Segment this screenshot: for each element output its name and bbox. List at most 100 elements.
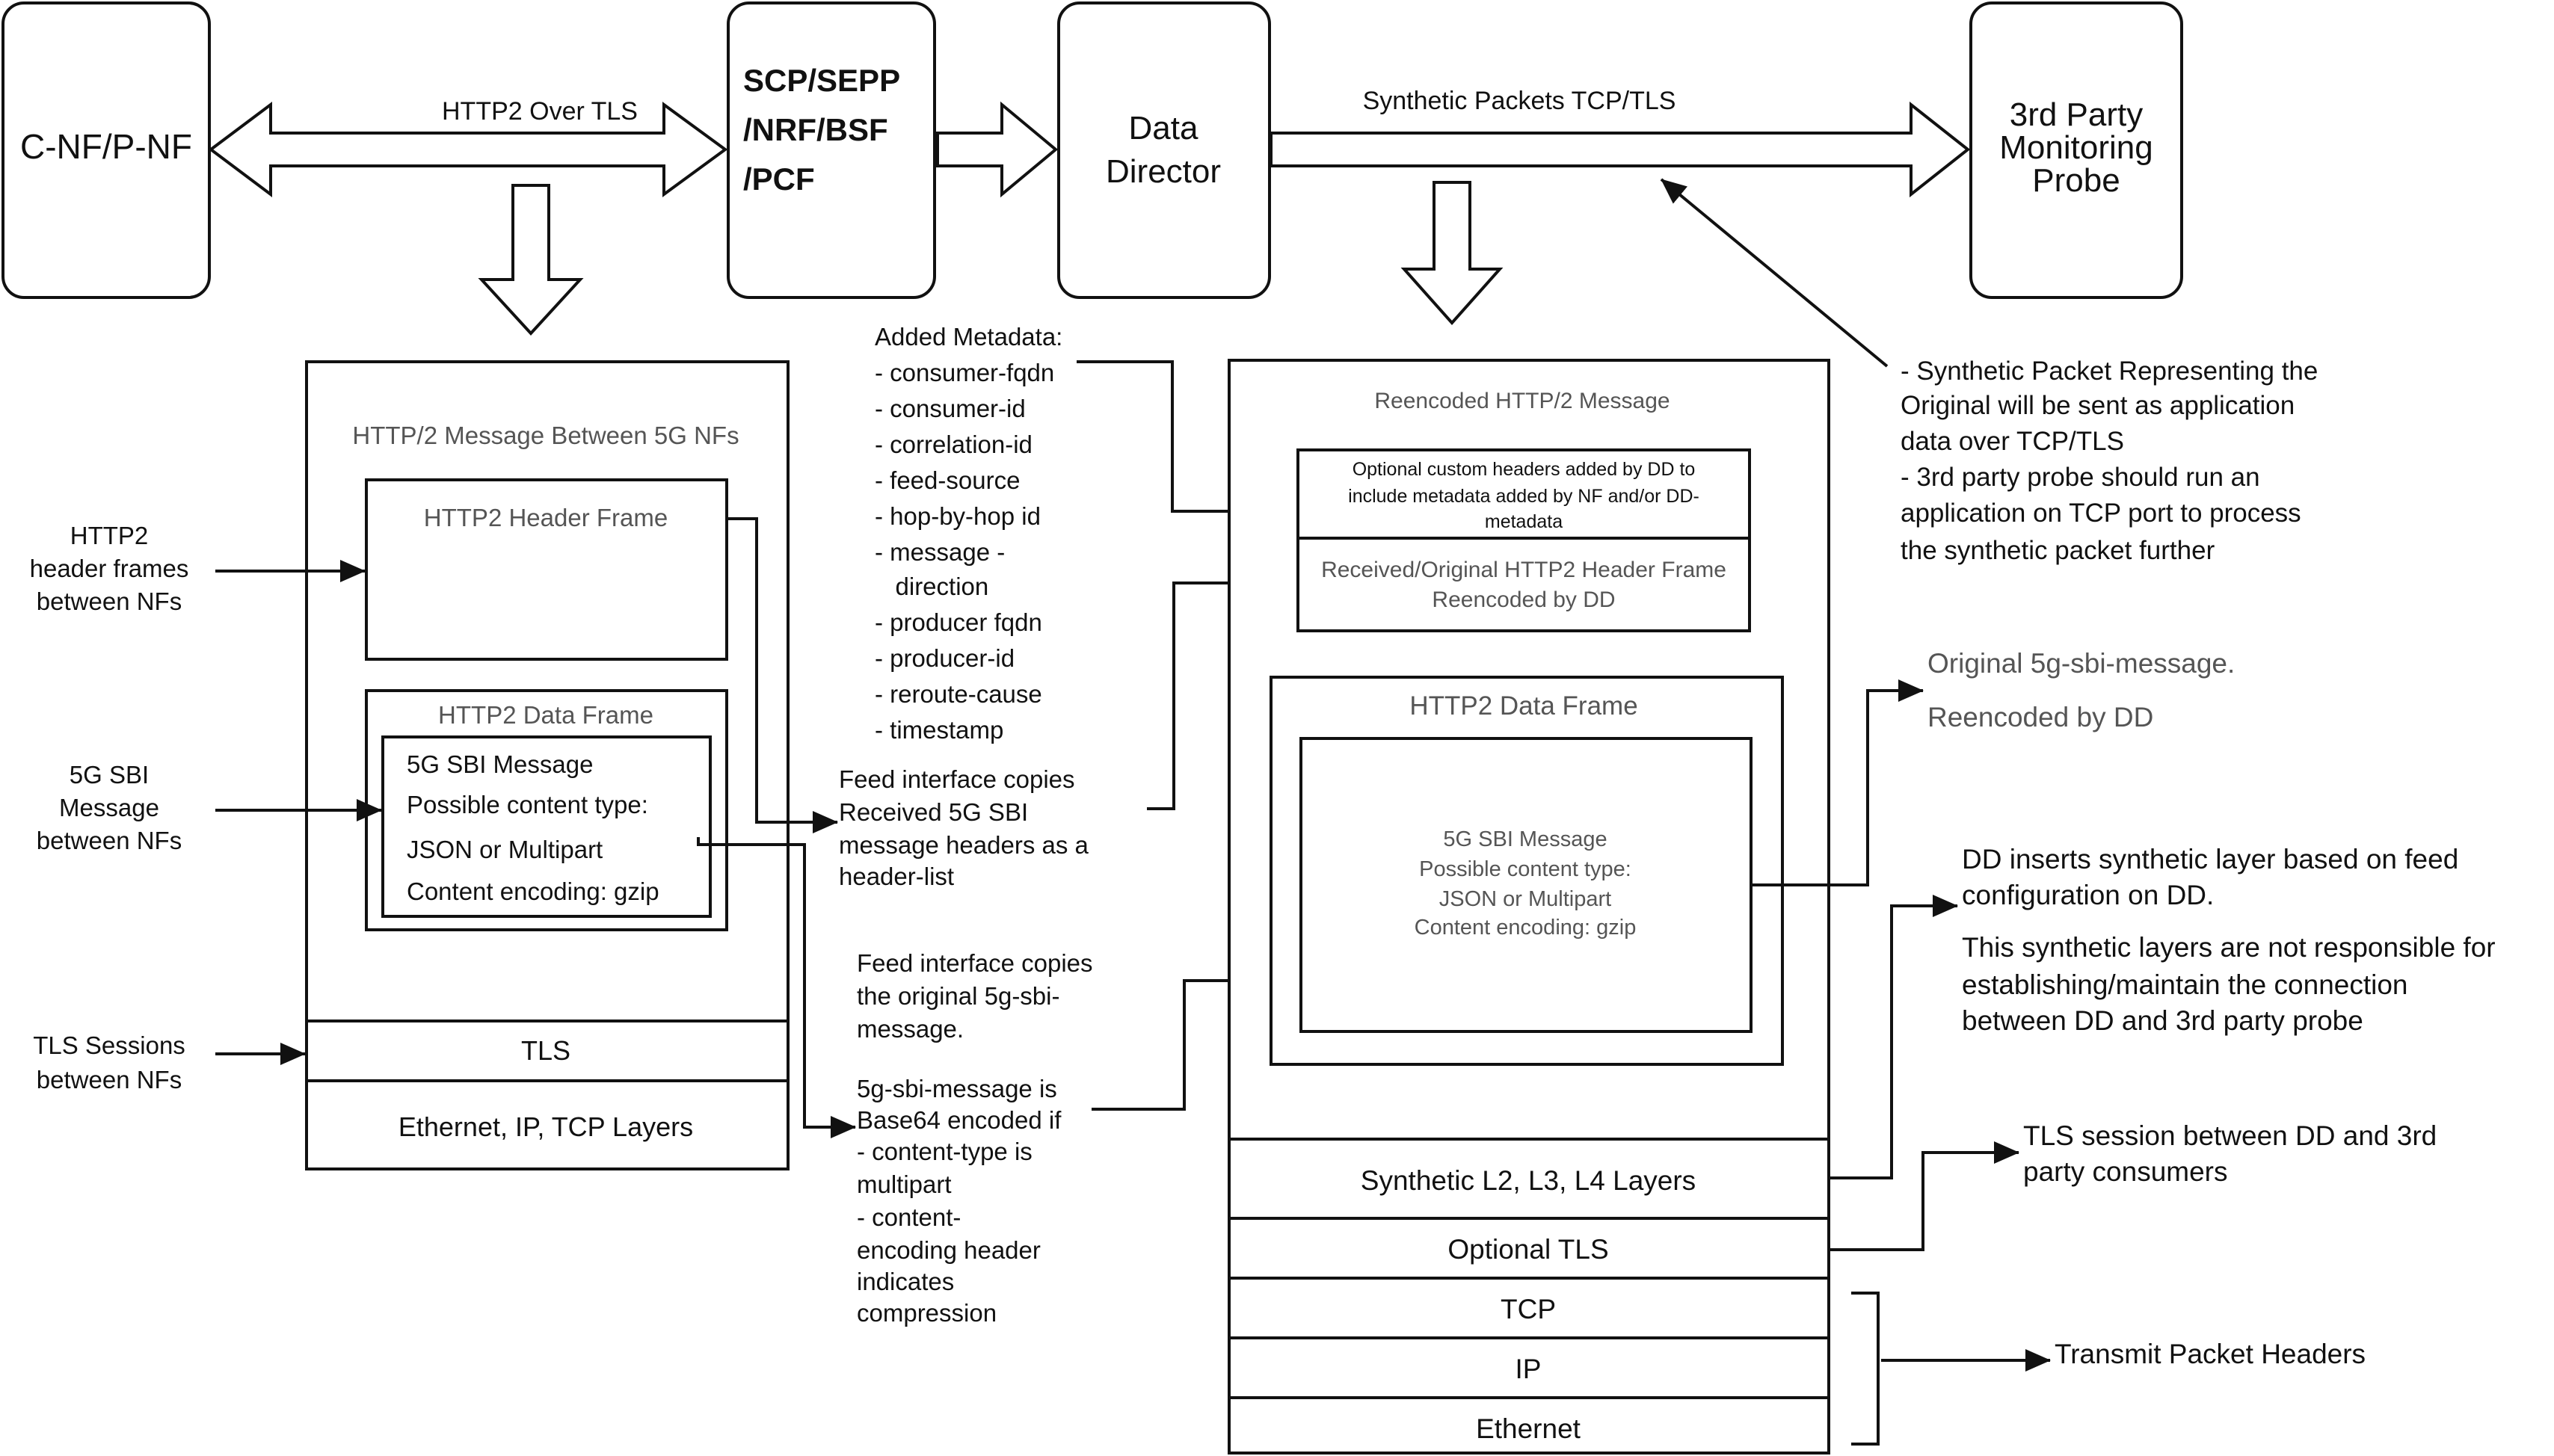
dd-inserts-line-5: between DD and 3rd party probe [1962,1005,2363,1036]
feed-headers-line-4: header-list [839,863,954,890]
left-side-labels: HTTP2 header frames between NFs 5G SBI M… [30,522,382,1093]
dd-inserts-note: DD inserts synthetic layer based on feed… [1962,844,2496,1036]
left-sbi-line-1: 5G SBI Message [407,750,593,778]
transmit-note: Transmit Packet Headers [1851,1292,2366,1446]
header-frames-label-3: between NFs [37,587,182,615]
header-frame-connector [728,517,838,833]
scp-label-line-3: /PCF [743,161,815,197]
dd-inserts-line-1: DD inserts synthetic layer based on feed [1962,844,2458,874]
dd-inserts-connector [1829,895,1958,1179]
tls-session-note: TLS session between DD and 3rd party con… [2023,1120,2437,1187]
transmit-bracket [1851,1292,1880,1446]
http2-tls-label: HTTP2 Over TLS [442,97,638,126]
right-sbi-box [1299,737,1753,1033]
tls-session-line-1: TLS session between DD and 3rd [2023,1120,2437,1151]
metadata-line-4: - correlation-id [875,431,1033,458]
tls-session-connector [1829,1141,2019,1251]
synthetic-tcp-label: Synthetic Packets TCP/TLS [1363,87,1676,115]
metadata-line-11: - reroute-cause [875,680,1042,708]
scp-to-dd-block-arrow [936,101,1059,198]
left-header-frame-box [365,478,728,661]
custom-headers-box [1296,448,1751,540]
sbi-msg-label-1: 5G SBI [70,761,149,789]
left-message-stack: HTTP/2 Message Between 5G NFs HTTP2 Head… [305,360,790,1170]
feed-message-line-3: message. [857,1015,964,1043]
synthetic-packet-note: - Synthetic Packet Representing the Orig… [1901,357,2318,565]
left-sbi-line-3: JSON or Multipart [407,836,603,863]
cnf-label: C-NF/P-NF [20,127,192,166]
received-header-line-1: Received/Original HTTP2 Header Frame [1321,558,1726,582]
right-sbi-line-2: Possible content type: [1419,857,1631,881]
sbi-message-connector [697,837,856,1138]
received-header-line-2: Reencoded by DD [1432,587,1615,612]
header-frames-label-2: header frames [30,555,189,582]
original-msg-line-2: Reencoded by DD [1927,702,2153,732]
dd-label-line-2: Director [1106,153,1221,190]
base64-line-7: indicates [857,1268,954,1295]
data-director-node: Data Director [1057,1,1271,299]
metadata-line-12: - timestamp [875,716,1003,744]
synthetic-block-arrow [1270,101,1971,198]
feed-message-line-2: the original 5g-sbi- [857,982,1059,1010]
synthetic-note-line-3: data over TCP/TLS [1901,427,2124,456]
sbi-msg-label-2: Message [59,794,159,821]
base64-line-4: multipart [857,1170,952,1198]
metadata-line-3: - consumer-id [875,395,1026,422]
feed-headers-note: Feed interface copies Received 5G SBI me… [839,765,1089,890]
dd-inserts-line-3: This synthetic layers are not responsibl… [1962,932,2496,963]
right-stack-title: Reencoded HTTP/2 Message [1374,389,1670,413]
received-header-box [1296,537,1751,632]
feed-message-note: Feed interface copies the original 5g-sb… [857,949,1093,1043]
header-frames-label-1: HTTP2 [70,522,149,549]
metadata-line-6: - hop-by-hop id [875,502,1041,530]
metadata-line-8: direction [875,573,988,600]
right-sbi-line-4: Content encoding: gzip [1415,916,1637,940]
left-tls-label: TLS [521,1035,570,1066]
base64-line-1: 5g-sbi-message is [857,1075,1057,1102]
probe-label-line-2: Monitoring [1999,129,2153,166]
original-msg-note: Original 5g-sbi-message. Reencoded by DD [1927,648,2235,732]
synthetic-layers-label: Synthetic L2, L3, L4 Layers [1361,1165,1696,1196]
probe-label-line-3: Probe [2032,162,2120,199]
tls-session-line-2: party consumers [2023,1156,2228,1187]
right-down-block-arrow [1400,181,1504,326]
probe-label-line-1: 3rd Party [2010,96,2144,133]
custom-headers-line-3: metadata [1485,511,1563,532]
metadata-line-10: - producer-id [875,644,1015,672]
ip-label: IP [1516,1354,1542,1384]
scp-label-line-2: /NRF/BSF [743,112,888,147]
dd-inserts-line-4: establishing/maintain the connection [1962,969,2408,1000]
metadata-line-9: - producer fqdn [875,608,1042,636]
base64-line-3: - content-type is [857,1138,1033,1165]
optional-tls-label: Optional TLS [1447,1234,1608,1265]
metadata-line-5: - feed-source [875,466,1020,494]
synthetic-note-line-6: the synthetic packet further [1901,536,2215,565]
base64-line-5: - content- [857,1203,961,1231]
ethernet-label: Ethernet [1476,1413,1581,1444]
original-msg-connector [1753,679,1924,886]
synthetic-note-line-4: - 3rd party probe should run an [1901,463,2260,492]
left-down-block-arrow [478,184,584,336]
cnf-node: C-NF/P-NF [1,1,211,299]
metadata-line-7: - message - [875,538,1005,566]
left-stack-title: HTTP/2 Message Between 5G NFs [352,422,739,449]
feed-headers-line-3: message headers as a [839,831,1089,859]
custom-headers-line-1: Optional custom headers added by DD to [1353,459,1696,480]
synthetic-note-line-2: Original will be sent as application [1901,391,2295,420]
right-message-stack: Reencoded HTTP/2 Message Optional custom… [1228,359,1830,1455]
tls-sessions-label-1: TLS Sessions [33,1031,185,1059]
left-sbi-box [381,735,712,918]
left-sbi-line-2: Possible content type: [407,791,648,818]
custom-headers-line-2: include metadata added by NF and/or DD- [1348,486,1699,507]
added-metadata-list: Added Metadata: - consumer-fqdn - consum… [875,323,1062,744]
right-sbi-line-1: 5G SBI Message [1443,827,1607,851]
http2-tls-block-arrow [208,102,728,197]
base64-line-2: Base64 encoded if [857,1106,1062,1134]
right-data-frame-label: HTTP2 Data Frame [1409,691,1637,721]
sbi-msg-label-3: between NFs [37,827,182,854]
base64-note: 5g-sbi-message is Base64 encoded if - co… [857,1075,1062,1327]
synthetic-note-arrow [1660,178,1889,368]
original-msg-line-1: Original 5g-sbi-message. [1927,648,2235,679]
